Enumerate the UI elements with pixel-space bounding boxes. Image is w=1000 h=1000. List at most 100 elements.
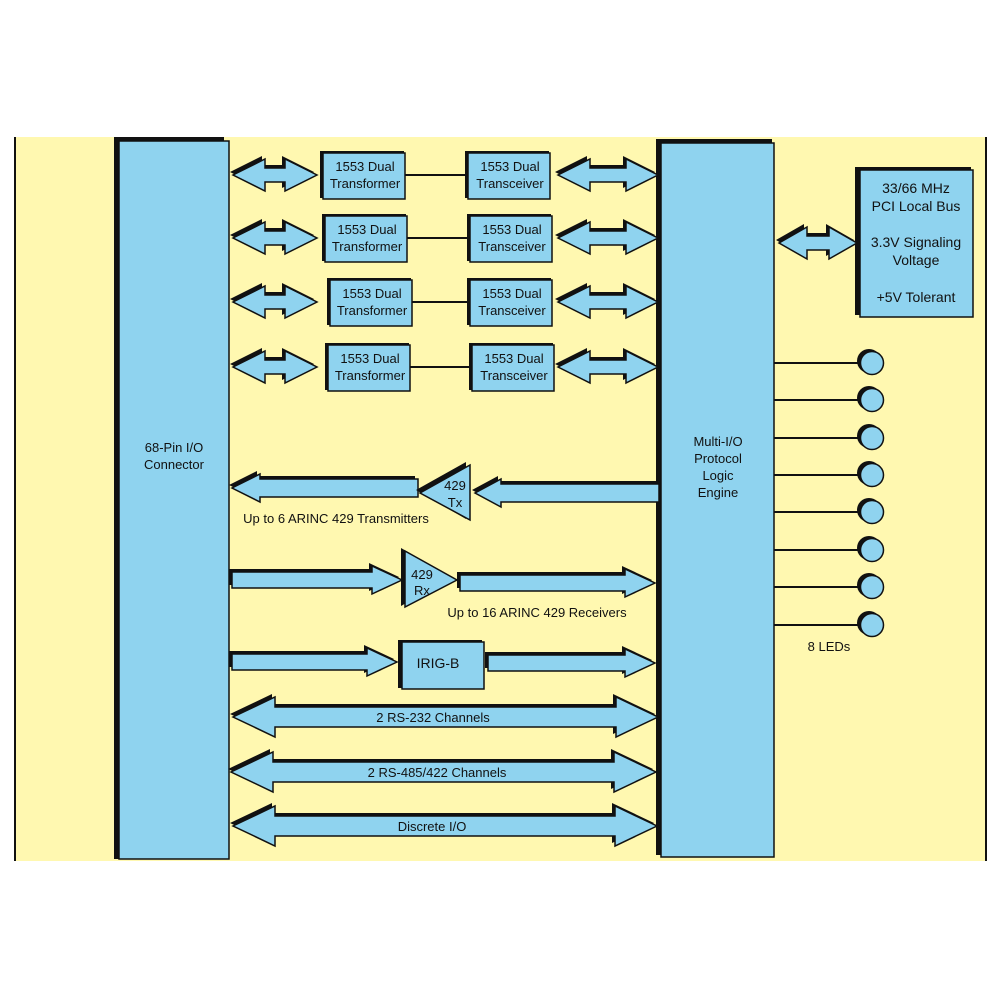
pci-line4: Voltage: [893, 252, 940, 268]
channel-1553-row: 1553 Dual Transformer 1553 Dual Transcei…: [230, 214, 660, 263]
led-indicator: [859, 350, 885, 376]
transceiver-label-line1: 1553 Dual: [480, 159, 539, 174]
led-indicator: [859, 574, 885, 600]
bus-discrete: Discrete I/O: [230, 803, 659, 848]
rs485-bus-arrow: [228, 749, 658, 794]
rx-buffer-line2: Rx: [414, 583, 430, 598]
arinc-rx-path: 429 Rx Up to 16 ARINC 429 Receivers: [229, 548, 657, 620]
transceiver-to-engine-arrow: [555, 219, 660, 256]
pci-line3: 3.3V Signaling: [871, 234, 961, 250]
bus-rs485: 2 RS-485/422 Channels: [228, 749, 658, 794]
right-arrow: [459, 567, 657, 599]
pci-line1: 33/66 MHz: [882, 180, 950, 196]
transformer-label-line2: Transformer: [335, 368, 406, 383]
led-indicator: [859, 612, 885, 638]
channel-1553-row: 1553 Dual Transformer 1553 Dual Transcei…: [230, 278, 660, 327]
bidirectional-arrow: [777, 225, 859, 261]
bidirectional-arrow: [556, 220, 660, 256]
irig-b-label: IRIG-B: [417, 655, 460, 671]
arinc-tx-caption: Up to 6 ARINC 429 Transmitters: [243, 511, 429, 526]
transformer-label-line2: Transformer: [330, 176, 401, 191]
bidirectional-bus: [231, 695, 660, 739]
rs232-bus-arrow: [230, 694, 660, 739]
left-arrow: [473, 477, 660, 509]
arinc-rx-buffer: 429 Rx: [401, 548, 459, 609]
bidirectional-arrow: [231, 284, 319, 320]
connector-label-line2: Connector: [144, 457, 205, 472]
transformer-label-line1: 1553 Dual: [340, 351, 399, 366]
led-indicator: [859, 387, 885, 413]
bidirectional-arrow: [556, 349, 660, 385]
rs232-label: 2 RS-232 Channels: [376, 710, 490, 725]
arinc-tx-path: 429 Tx Up to 6 ARINC 429 Transmitters: [229, 462, 660, 526]
transceiver-label-line2: Transceiver: [480, 368, 548, 383]
pci-bus-block: 33/66 MHz PCI Local Bus 3.3V Signaling V…: [855, 167, 974, 318]
transformer-1553-box: 1553 Dual Transformer: [325, 343, 411, 392]
connector-to-irig-arrow: [229, 645, 399, 678]
engine-to-tx-arrow: [472, 476, 660, 509]
engine-label-line3: Logic: [702, 468, 734, 483]
transceiver-label-line2: Transceiver: [478, 239, 546, 254]
right-arrow: [231, 564, 404, 596]
engine-label-line1: Multi-I/O: [693, 434, 742, 449]
discrete-io-label: Discrete I/O: [398, 819, 467, 834]
tx-buffer-line1: 429: [444, 478, 466, 493]
bidirectional-arrow: [231, 157, 319, 193]
transceiver-1553-box: 1553 Dual Transceiver: [465, 151, 551, 200]
transceiver-to-engine-arrow: [555, 283, 660, 320]
irig-b-box: IRIG-B: [398, 640, 485, 690]
bidirectional-bus: [231, 804, 659, 848]
transceiver-1553-box: 1553 Dual Transceiver: [467, 278, 553, 327]
pci-bidirectional-arrow: [776, 224, 859, 261]
transceiver-1553-box: 1553 Dual Transceiver: [469, 343, 555, 392]
channel-1553-row: 1553 Dual Transformer 1553 Dual Transcei…: [230, 151, 660, 200]
rx-to-engine-arrow: [457, 566, 657, 599]
led-indicator: [859, 499, 885, 525]
led-indicator: [859, 537, 885, 563]
transceiver-to-engine-arrow: [555, 348, 660, 385]
transceiver-label-line2: Transceiver: [476, 176, 544, 191]
transformer-label-line2: Transformer: [332, 239, 403, 254]
serial-buses: 2 RS-232 Channels 2 RS-485/422 Channels …: [228, 694, 660, 848]
transformer-label-line1: 1553 Dual: [337, 222, 396, 237]
right-arrow: [487, 647, 657, 679]
connector-to-rx-arrow: [229, 563, 404, 596]
io-connector-block: 68-Pin I/O Connector: [114, 137, 230, 860]
led-indicator: [859, 425, 885, 451]
tx-buffer-line2: Tx: [448, 495, 463, 510]
rx-buffer-line1: 429: [411, 567, 433, 582]
bidirectional-arrow: [231, 349, 319, 385]
tx-to-connector-arrow: [229, 471, 419, 504]
led-indicator: [859, 462, 885, 488]
irig-b-path: IRIG-B: [229, 640, 657, 690]
connector-label-line1: 68-Pin I/O: [145, 440, 204, 455]
transformer-label-line2: Transformer: [337, 303, 408, 318]
channel-1553-row: 1553 Dual Transformer 1553 Dual Transcei…: [230, 343, 660, 392]
bidirectional-bus: [229, 750, 658, 794]
bidirectional-arrow: [231, 220, 319, 256]
connector-to-transformer-arrow: [230, 348, 319, 385]
transceiver-label-line2: Transceiver: [478, 303, 546, 318]
arinc-tx-buffer: 429 Tx: [416, 462, 471, 522]
rs485-label: 2 RS-485/422 Channels: [368, 765, 507, 780]
bus-rs232: 2 RS-232 Channels: [230, 694, 660, 739]
left-arrow: [230, 472, 419, 504]
transceiver-label-line1: 1553 Dual: [484, 351, 543, 366]
connector-to-transformer-arrow: [230, 156, 319, 193]
connector-to-transformer-arrow: [230, 283, 319, 320]
led-array: [774, 349, 885, 638]
right-arrow: [231, 646, 399, 678]
pci-line5: +5V Tolerant: [877, 289, 956, 305]
transceiver-to-engine-arrow: [555, 156, 660, 193]
discrete-io-bus-arrow: [230, 803, 659, 848]
mil-std-1553-channels: 1553 Dual Transformer 1553 Dual Transcei…: [230, 151, 660, 392]
transformer-1553-box: 1553 Dual Transformer: [322, 214, 408, 263]
engine-label-line4: Engine: [698, 485, 738, 500]
transformer-label-line1: 1553 Dual: [342, 286, 401, 301]
bidirectional-arrow: [556, 284, 660, 320]
transformer-label-line1: 1553 Dual: [335, 159, 394, 174]
protocol-engine-block: Multi-I/O Protocol Logic Engine: [656, 139, 775, 858]
connector-to-transformer-arrow: [230, 219, 319, 256]
arinc-rx-caption: Up to 16 ARINC 429 Receivers: [447, 605, 627, 620]
